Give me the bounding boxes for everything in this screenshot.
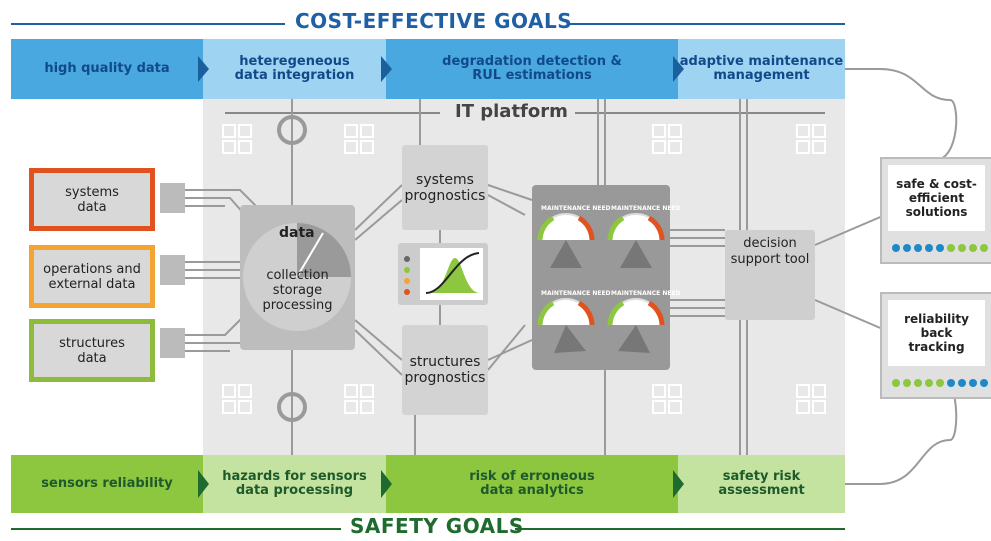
chip-label: systems prognostics (404, 171, 486, 204)
gauge (537, 213, 595, 268)
banner-label: adaptive maintenance management (679, 54, 844, 83)
arrow-icon (673, 470, 684, 498)
banner-sensors-reliability: sensors reliability (11, 455, 203, 513)
arrow-icon (198, 470, 209, 498)
source-operations-data: operations and external data (29, 245, 155, 308)
output-label: reliability back tracking (904, 312, 969, 354)
arrow-icon (198, 56, 209, 82)
output-dots (892, 379, 988, 387)
output-label: safe & cost- efficient solutions (896, 177, 977, 219)
connector (160, 328, 185, 358)
arrow-icon (381, 470, 392, 498)
data-hub-title: data (279, 225, 315, 241)
chip-label: structures prognostics (404, 354, 486, 386)
banner-label: risk of erroneous data analytics (469, 469, 595, 498)
output-dots (892, 244, 988, 252)
connector (160, 255, 185, 285)
banner-label: heteregeneous data integration (234, 54, 355, 83)
output-label-box: reliability back tracking (888, 300, 985, 366)
banner-label: high quality data (44, 61, 170, 76)
source-systems-data: systems data (29, 168, 155, 231)
banner-high-quality-data: high quality data (11, 39, 203, 99)
gauge (537, 298, 595, 353)
gauge-label: MAINTENANCE NEED (541, 290, 611, 297)
arrow-icon (381, 56, 392, 82)
gauge-label: MAINTENANCE NEED (541, 205, 611, 212)
cost-goals-title: COST-EFFECTIVE GOALS (295, 9, 573, 33)
banner-adaptive-maintenance: adaptive maintenance management (678, 39, 845, 99)
platform-label: IT platform (455, 101, 568, 122)
gauge (607, 298, 665, 353)
data-hub-text: collection storage processing (262, 268, 333, 313)
cost-goals-line-left (11, 23, 285, 25)
arrow-icon (673, 56, 684, 82)
chip-decision-support: decision support tool (725, 230, 815, 320)
output-reliability-tracking: reliability back tracking (880, 292, 991, 399)
source-label: structures data (59, 335, 125, 366)
output-safe-solutions: safe & cost- efficient solutions (880, 157, 991, 264)
source-structures-data: structures data (29, 319, 155, 382)
safety-goals-line-left (11, 528, 341, 530)
banner-degradation-detection: degradation detection & RUL estimations (386, 39, 678, 99)
banner-hazards-sensors: hazards for sensors data processing (203, 455, 386, 513)
banner-label: sensors reliability (41, 476, 173, 491)
banner-label: hazards for sensors data processing (222, 469, 367, 498)
banner-safety-risk: safety risk assessment (678, 455, 845, 513)
safety-goals-line-right (515, 528, 845, 530)
source-label: operations and external data (43, 261, 141, 292)
output-label-box: safe & cost- efficient solutions (888, 165, 985, 231)
gauge-label: MAINTENANCE NEED (611, 290, 681, 297)
gauge (607, 213, 665, 268)
banner-label: degradation detection & RUL estimations (442, 54, 622, 83)
gauges-panel (532, 185, 670, 370)
banner-erroneous-analytics: risk of erroneous data analytics (386, 455, 678, 513)
banner-data-integration: heteregeneous data integration (203, 39, 386, 99)
chip-structures-prognostics: structures prognostics (402, 325, 488, 415)
banner-label: safety risk assessment (718, 469, 805, 498)
chip-label: decision support tool (730, 236, 810, 267)
connector (160, 183, 185, 213)
source-label: systems data (65, 184, 119, 215)
safety-goals-title: SAFETY GOALS (350, 514, 524, 538)
chip-systems-prognostics: systems prognostics (402, 145, 488, 230)
gauge-label: MAINTENANCE NEED (611, 205, 681, 212)
cost-goals-line-right (570, 23, 845, 25)
